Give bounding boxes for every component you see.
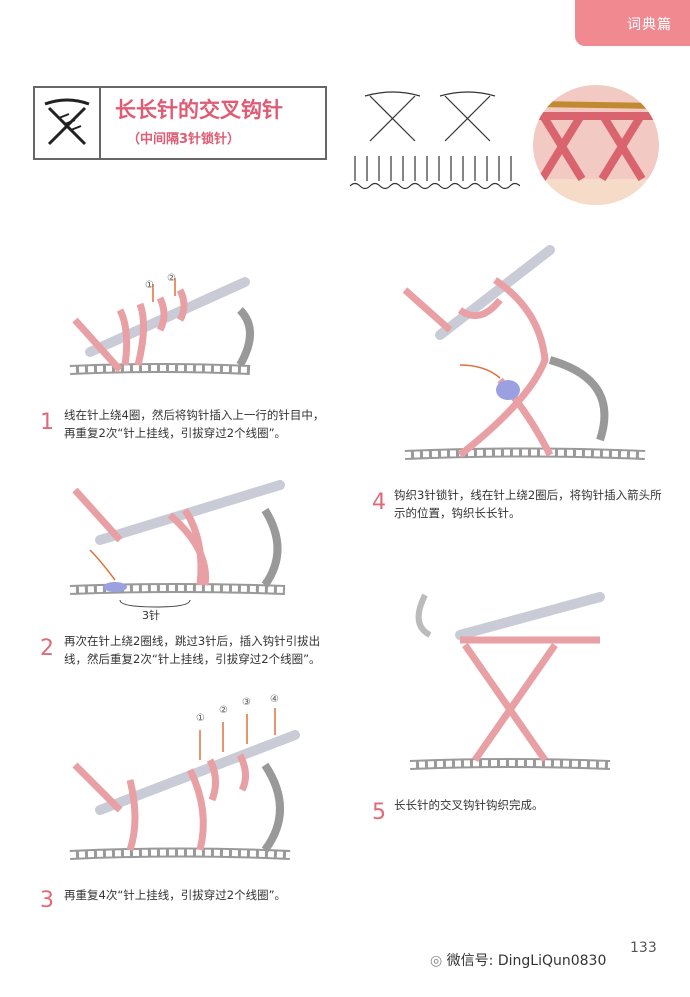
- step-1-illustration: [69, 277, 254, 375]
- sample-photo: [533, 85, 659, 205]
- crossed-stitch-symbol-icon: [35, 88, 101, 158]
- stitch-chart-diagram: [349, 91, 520, 190]
- page-title: 长长针的交叉钩针: [115, 98, 283, 122]
- step-3-marker-3: ③: [242, 697, 251, 708]
- step-2-illustration: [69, 480, 286, 608]
- step-1-marker-1: ①: [145, 280, 154, 291]
- step-4-number: 4: [372, 490, 386, 515]
- step-2-number: 2: [40, 636, 54, 661]
- step-4-text: 钩织3针锁针，线在针上绕2圈后，将钩针插入箭头所示的位置，钩织长长针。: [394, 488, 662, 520]
- wechat-icon: ◎: [430, 953, 443, 969]
- wechat-id: 微信号: DingLiQun0830: [446, 953, 607, 969]
- title-box: 长长针的交叉钩针 （中间隔3针锁针）: [33, 86, 327, 160]
- step-3-marker-2: ②: [219, 705, 228, 716]
- step-3-illustration: [69, 708, 300, 860]
- step-3-text: 再重复4次“针上挂线，引拔穿过2个线圈”。: [64, 888, 287, 902]
- page-number: 133: [630, 940, 657, 956]
- section-tab: 词典篇: [575, 0, 690, 46]
- step-5-text: 长长针的交叉钩针钩织完成。: [394, 798, 544, 812]
- wechat-watermark: ◎ 微信号: DingLiQun0830: [430, 950, 606, 970]
- step-3-marker-4: ④: [270, 694, 279, 705]
- step-5-number: 5: [372, 800, 386, 825]
- step-3-marker-1: ①: [196, 713, 205, 724]
- page-subtitle: （中间隔3针锁针）: [127, 132, 241, 147]
- step-1-text: 线在针上绕4圈，然后将钩针插入上一行的针目中，再重复2次“针上挂线，引拔穿过2个…: [64, 408, 325, 440]
- step-5-illustration: [409, 592, 611, 770]
- step-3-number: 3: [40, 888, 54, 913]
- step-1-number: 1: [40, 410, 54, 435]
- step-1-marker-2: ②: [167, 273, 176, 284]
- section-tab-label: 词典篇: [627, 17, 672, 33]
- step-2-text: 再次在针上绕2圈线，跳过3针后，插入钩针引拔出线，然后重复2次“针上挂线，引拔穿…: [64, 634, 321, 666]
- step-4-illustration: [402, 245, 646, 460]
- skip-stitch-label: 3针: [142, 609, 160, 622]
